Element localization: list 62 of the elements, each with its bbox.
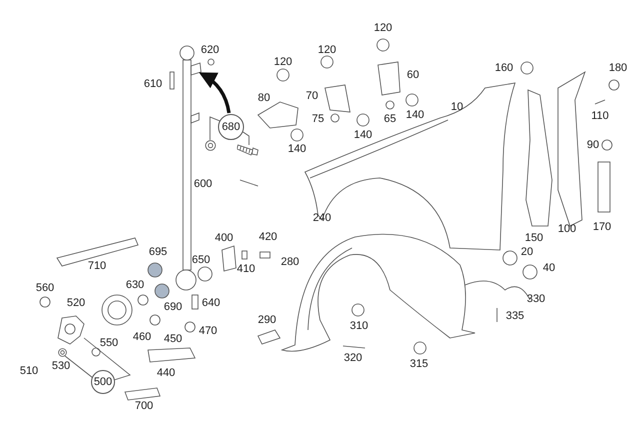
callout-number: 315	[410, 358, 428, 370]
callout-number: 75	[312, 113, 324, 125]
callout-number: 450	[164, 333, 182, 345]
callout-number: 70	[306, 90, 318, 102]
washer-drawing	[205, 140, 216, 151]
callout-number: 170	[592, 221, 612, 233]
callout-number: 120	[274, 56, 292, 68]
callout-circle: 680	[218, 114, 244, 140]
callout-number: 120	[318, 44, 336, 56]
leader-line	[64, 356, 94, 378]
callout-number: 710	[88, 260, 106, 272]
callout-number: 400	[214, 232, 234, 244]
callout-number: 40	[542, 262, 556, 274]
callout-number: 620	[200, 44, 220, 56]
leader-line	[84, 338, 131, 380]
callout-number: 650	[192, 254, 210, 266]
callout-number: 520	[66, 297, 86, 309]
leader-line	[210, 116, 220, 140]
callout-number: 320	[344, 352, 362, 364]
callout-number: 690	[164, 301, 182, 313]
callout-number: 140	[354, 129, 372, 141]
callout-number: 160	[494, 62, 514, 74]
callout-number: 410	[236, 263, 256, 275]
callout-number: 470	[198, 325, 218, 337]
callout-number: 630	[126, 279, 144, 291]
callout-number: 120	[374, 22, 392, 34]
callout-number: 420	[258, 231, 278, 243]
callout-number: 695	[148, 246, 168, 258]
callout-number: 530	[52, 360, 70, 372]
callout-number: 150	[524, 232, 544, 244]
callout-number: 560	[36, 282, 54, 294]
callout-number: 640	[202, 297, 220, 309]
callout-number: 65	[384, 113, 396, 125]
washer-drawing	[58, 348, 67, 357]
callout-number: 100	[558, 223, 576, 235]
callout-number: 10	[450, 101, 464, 113]
callout-number: 700	[134, 400, 154, 412]
callout-circle: 500	[91, 370, 115, 394]
callout-number: 290	[258, 314, 276, 326]
callout-number: 440	[156, 367, 176, 379]
callout-number: 460	[132, 331, 152, 343]
callout-number: 550	[100, 337, 118, 349]
callout-number: 140	[406, 109, 424, 121]
callout-number: 335	[506, 310, 524, 322]
callout-number: 310	[350, 320, 368, 332]
callout-number: 110	[591, 110, 609, 122]
bracket-drawing	[56, 314, 86, 346]
callout-number: 180	[608, 62, 628, 74]
callout-number: 330	[526, 293, 546, 305]
arrow	[198, 72, 231, 114]
callout-number: 60	[406, 69, 420, 81]
callout-number: 280	[280, 256, 300, 268]
leader-line	[242, 132, 250, 146]
callout-number: 80	[258, 92, 270, 104]
callout-number: 510	[20, 365, 38, 377]
callout-number: 90	[586, 139, 600, 151]
callout-number: 140	[288, 143, 306, 155]
callout-number: 600	[194, 178, 212, 190]
callout-number: 240	[312, 212, 332, 224]
callout-number: 20	[520, 246, 534, 258]
callout-number: 610	[144, 78, 162, 90]
bolt-drawing	[237, 144, 259, 156]
